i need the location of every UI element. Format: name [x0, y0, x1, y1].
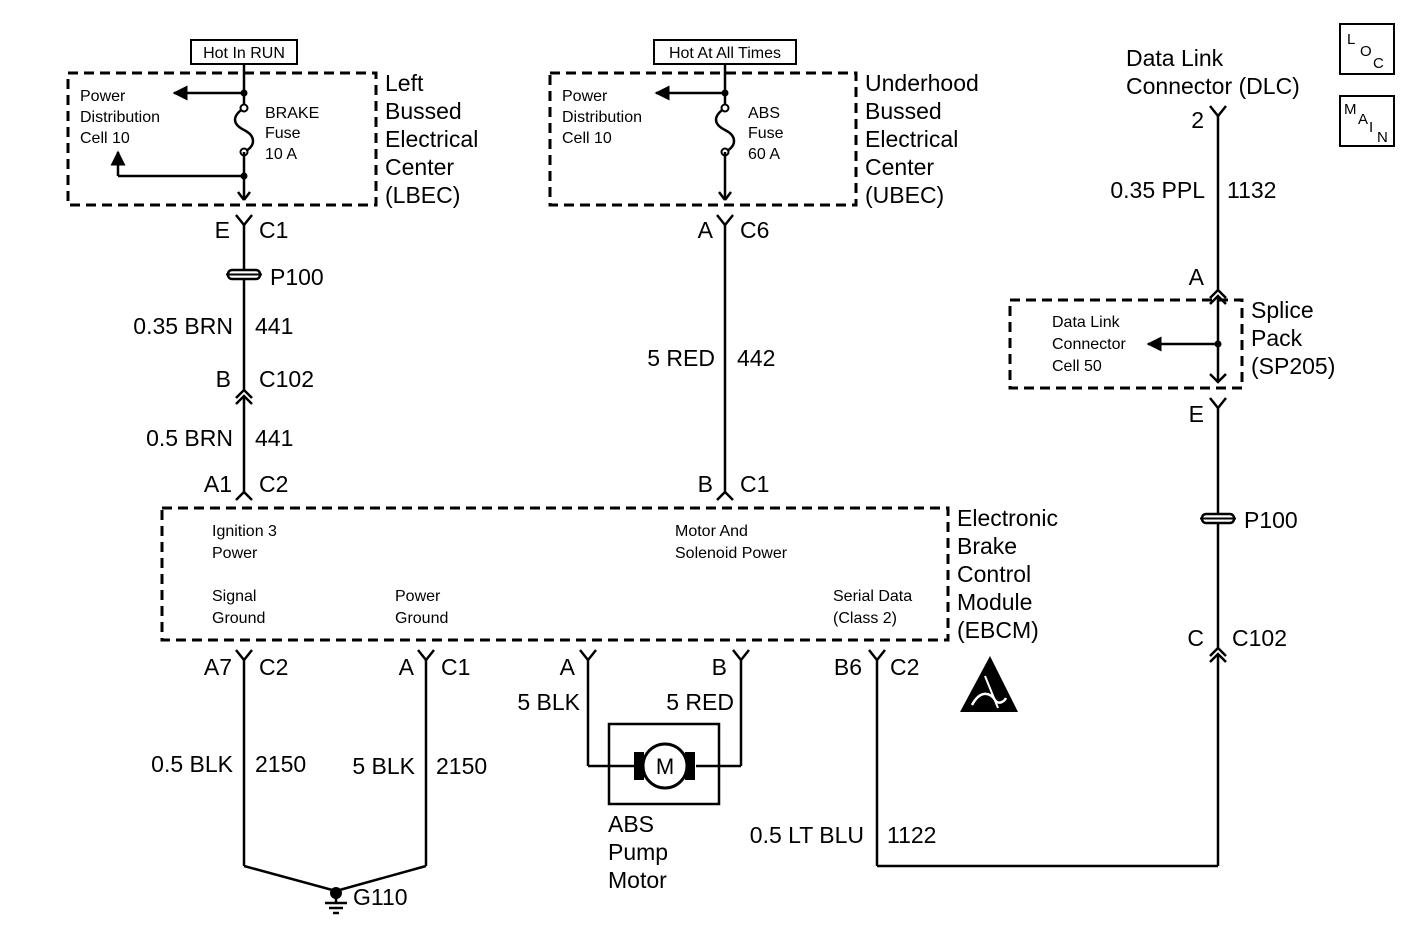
ebcm-conn-c1-top: C1: [740, 471, 769, 497]
ebcm-title: Electronic Brake Control Module (EBCM): [957, 505, 1064, 643]
esd-sensitive-icon: [960, 656, 1018, 712]
circuit-441: [226, 214, 262, 501]
wire-5-blk-motor: 5 BLK: [517, 689, 580, 715]
power-ground-text: Power Ground: [395, 588, 448, 627]
circuit-442: 442: [737, 345, 775, 371]
lbec-cell-text: Power Distribution Cell 10: [80, 88, 164, 147]
ebcm-conn-c2-top: C2: [259, 471, 288, 497]
hot-at-all-times-label: Hot At All Times: [653, 39, 797, 65]
lbec-pin-e: E: [215, 217, 230, 243]
ebcm-pin-a7: A7: [204, 654, 232, 680]
wire-5-red-motor: 5 RED: [666, 689, 734, 715]
wire-5-blk-ground: 5 BLK: [352, 753, 415, 779]
abs-fuse-icon: [714, 106, 736, 154]
lbec-box: Power Distribution Cell 10 BRAKE Fuse 10…: [66, 64, 378, 207]
ubec-cell-text: Power Distribution Cell 10: [562, 88, 646, 147]
lbec-title: Left Bussed Electrical Center (LBEC): [385, 70, 485, 208]
ubec-pin-a: A: [698, 217, 714, 243]
svg-text:N: N: [1377, 129, 1388, 146]
motor-icon: [641, 742, 689, 790]
ebcm-pin-a1: A1: [204, 471, 232, 497]
circuit-441-upper: 441: [255, 313, 293, 339]
abs-fuse-label: ABS Fuse 60 A: [748, 105, 788, 163]
circuit-1132: [1146, 105, 1236, 866]
abs-pump-motor-title: ABS Pump Motor: [608, 811, 674, 893]
svg-text:I: I: [1369, 119, 1373, 136]
wire-035-brn: 0.35 BRN: [133, 313, 233, 339]
svg-text:Hot In RUN: Hot In RUN: [203, 45, 285, 62]
ebcm-pin-a-ground: A: [399, 654, 415, 680]
dlc-title: Data Link Connector (DLC): [1126, 45, 1300, 99]
ignition-3-power-text: Ignition 3 Power: [212, 523, 281, 562]
splice-pack-box: Data Link Connector Cell 50: [1008, 298, 1244, 390]
signal-ground-circuit: [235, 649, 337, 893]
location-icon: L O C: [1339, 23, 1395, 75]
splice-pin-a: A: [1189, 264, 1205, 290]
svg-text:O: O: [1360, 43, 1372, 60]
serial-data-text: Serial Data (Class 2): [833, 588, 917, 627]
ubec-title: Underhood Bussed Electrical Center (UBEC…: [865, 70, 985, 208]
c102-pin-b: B: [216, 366, 231, 392]
brake-fuse-label: BRAKE Fuse 10 A: [265, 105, 324, 163]
abs-pump-motor: M: [579, 649, 750, 806]
c102-label: C102: [259, 366, 314, 392]
circuit-442: [716, 214, 734, 501]
serial-data-circuit: [868, 649, 1218, 868]
p100-label-2: P100: [1244, 507, 1298, 533]
dlc-pin-2: 2: [1191, 107, 1204, 133]
p100-label: P100: [270, 264, 324, 290]
wire-5-red: 5 RED: [647, 345, 715, 371]
svg-text:A: A: [1358, 111, 1368, 128]
wire-05-lt-blu: 0.5 LT BLU: [750, 822, 864, 848]
svg-text:Hot At All Times: Hot At All Times: [669, 45, 781, 62]
ebcm-pin-b: B: [698, 471, 713, 497]
main-icon: M A I N: [1339, 95, 1395, 147]
circuit-2150-power: 2150: [436, 753, 487, 779]
brake-fuse-icon: [233, 106, 255, 154]
lbec-conn-c1: C1: [259, 217, 288, 243]
svg-text:M: M: [1344, 101, 1357, 118]
circuit-1122: 1122: [887, 822, 936, 848]
ebcm-conn-c1-ground: C1: [441, 654, 470, 680]
power-ground-circuit: [335, 649, 435, 893]
svg-text:M: M: [656, 754, 674, 779]
ebcm-pin-b6: B6: [834, 654, 862, 680]
ubec-box: Power Distribution Cell 10 ABS Fuse 60 A: [548, 64, 858, 207]
hot-in-run-label: Hot In RUN: [190, 39, 298, 65]
g110-label: G110: [353, 884, 408, 910]
splice-pack-title: Splice Pack (SP205): [1251, 297, 1335, 379]
ubec-conn-c6: C6: [740, 217, 769, 243]
splice-cell-text: Data Link Connector Cell 50: [1052, 314, 1130, 375]
svg-text:L: L: [1347, 31, 1355, 48]
circuit-441-lower: 441: [255, 425, 293, 451]
c102-label-2: C102: [1232, 625, 1287, 651]
svg-text:C: C: [1373, 55, 1384, 72]
circuit-2150-signal: 2150: [255, 751, 306, 777]
ebcm-conn-c2-a7: C2: [259, 654, 288, 680]
splice-pin-e: E: [1189, 401, 1204, 427]
signal-ground-text: Signal Ground: [212, 588, 265, 627]
ebcm-conn-c2-b6: C2: [890, 654, 919, 680]
c102-pin-c: C: [1187, 625, 1204, 651]
motor-solenoid-power-text: Motor And Solenoid Power: [675, 523, 788, 562]
wire-05-blk: 0.5 BLK: [151, 751, 233, 777]
ebcm-box: Ignition 3 Power Motor And Solenoid Powe…: [160, 506, 950, 642]
motor-pin-a: A: [560, 654, 576, 680]
circuit-1132: 1132: [1227, 177, 1276, 203]
motor-pin-b: B: [712, 654, 727, 680]
g110-ground-icon: [325, 887, 347, 915]
wire-05-brn: 0.5 BRN: [146, 425, 233, 451]
wire-035-ppl: 0.35 PPL: [1110, 177, 1205, 203]
